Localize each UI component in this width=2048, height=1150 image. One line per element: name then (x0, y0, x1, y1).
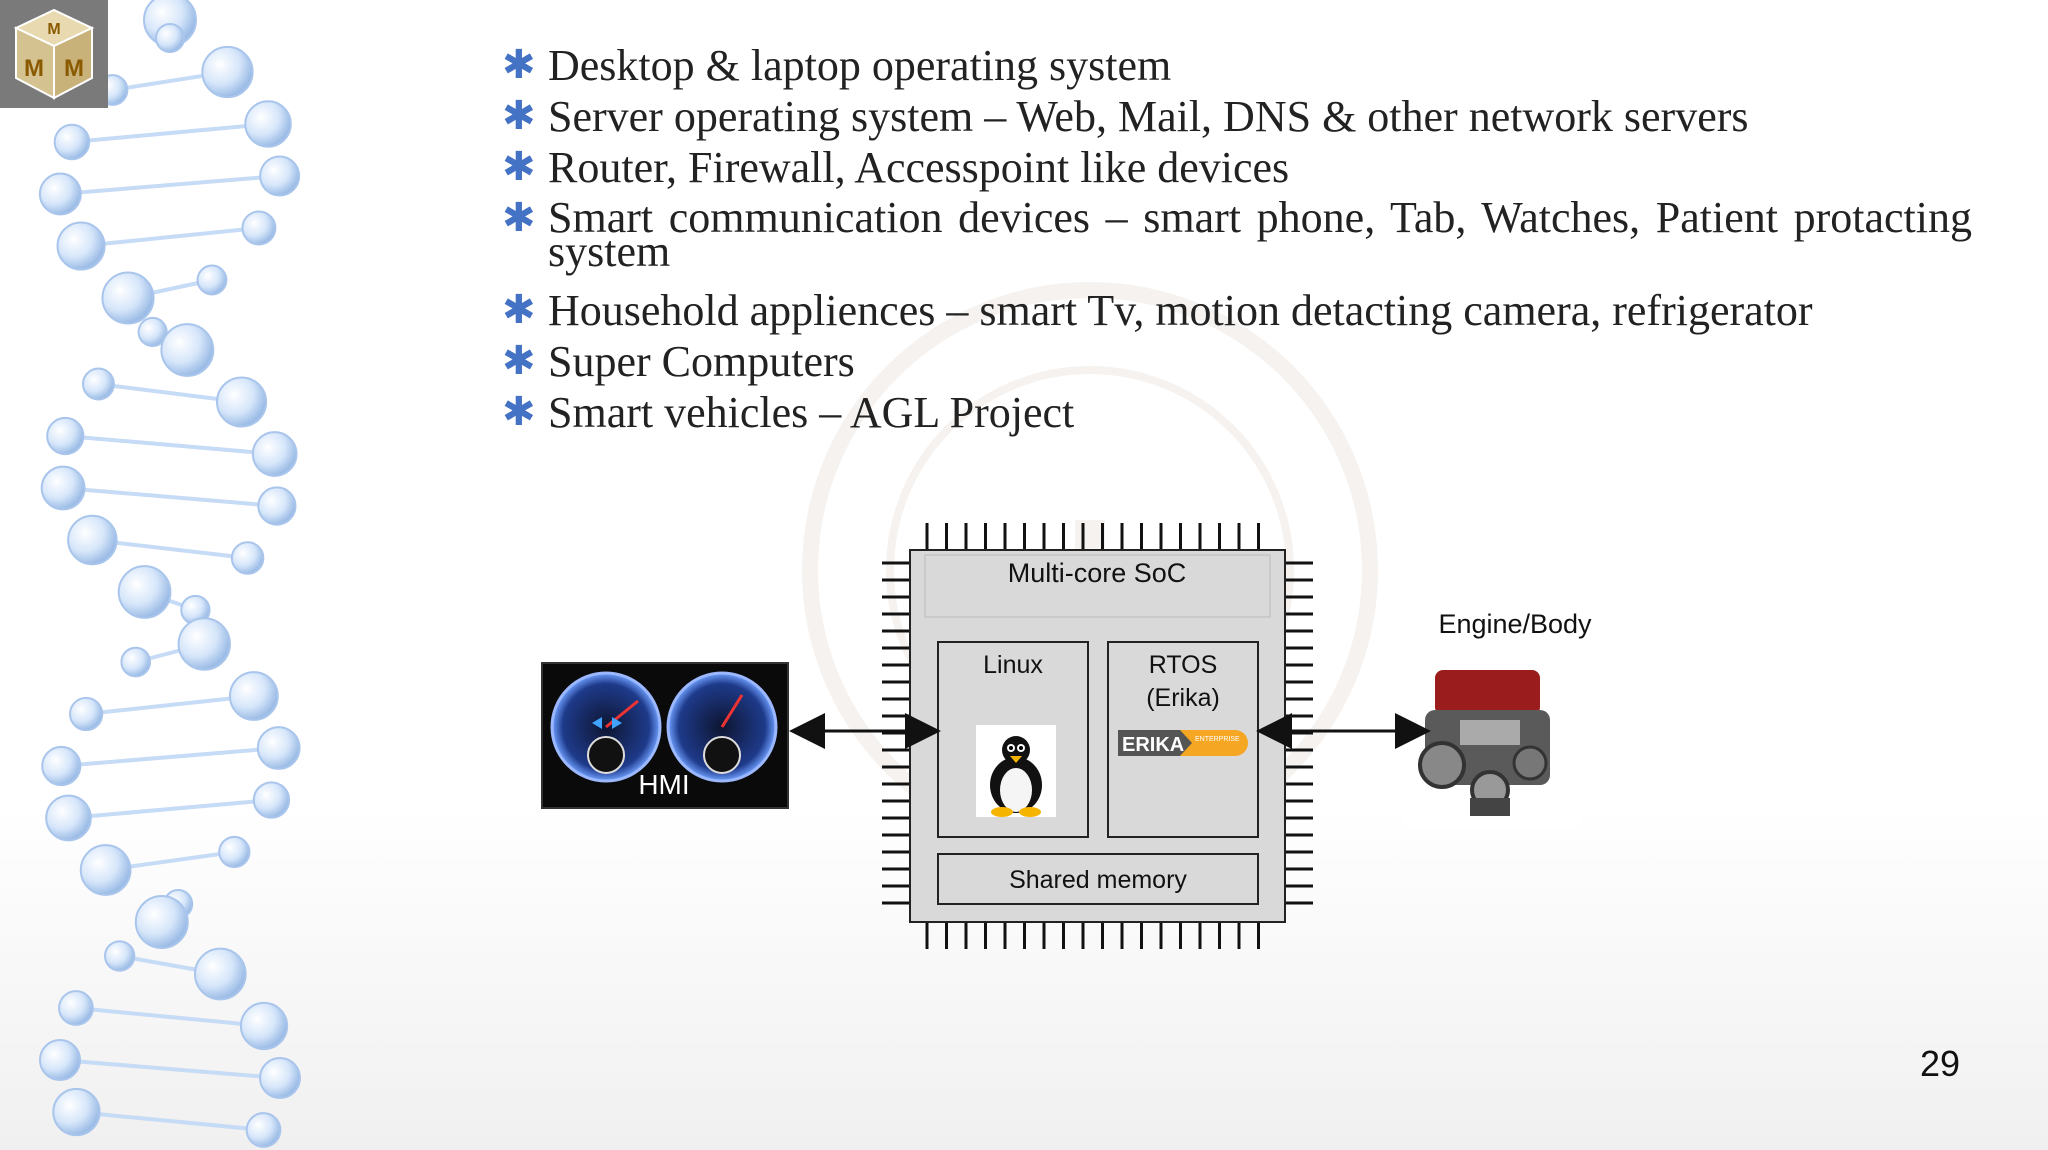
bullet-item: ✱ Router, Firewall, Accesspoint like devi… (502, 142, 1972, 193)
dna-ball (196, 264, 228, 296)
dna-ball (137, 316, 168, 348)
dna-ball (216, 376, 268, 428)
dna-ball (38, 172, 82, 216)
dna-ball (58, 990, 94, 1026)
dna-ball (218, 835, 251, 869)
dna-ball (40, 465, 86, 511)
dna-ball (252, 781, 291, 819)
bullet-item: ✱ Super Computers (502, 336, 1972, 387)
dna-ball (41, 745, 82, 787)
dna-ball (79, 844, 132, 896)
bullet-star-icon: ✱ (502, 144, 536, 190)
dna-ball (160, 323, 215, 377)
logo-cube: M M M (0, 0, 108, 108)
dna-rung (60, 174, 280, 196)
dna-rung (68, 798, 272, 820)
bullet-text: Smart communication devices – smart phon… (548, 193, 1972, 276)
dna-ball (259, 155, 301, 197)
dna-rung (76, 1110, 264, 1132)
bullet-item: ✱ Server operating system – Web, Mail, DN… (502, 91, 1972, 142)
dna-ball (201, 45, 254, 99)
dna-ball (69, 696, 104, 732)
bullet-list: ✱ Desktop & laptop operating system ✱ Serv… (502, 40, 1972, 438)
rtos-label-line1: RTOS (1149, 651, 1218, 679)
dna-ball (193, 947, 247, 1001)
dna-ball (120, 646, 152, 678)
soc-header (924, 554, 1271, 618)
bullet-star-icon: ✱ (502, 338, 536, 384)
bullet-text: Server operating system – Web, Mail, DNS… (548, 92, 1749, 141)
dna-rung (85, 694, 255, 716)
dna-ball (241, 210, 277, 246)
rtos-label-line2: (Erika) (1146, 684, 1220, 712)
dna-ball (81, 367, 115, 401)
logo-letter-left: M (24, 55, 44, 82)
dna-ball (53, 123, 91, 161)
dna-rung (71, 122, 269, 144)
dna-rung (92, 538, 248, 560)
dna-ball (228, 671, 279, 721)
dna-ball (244, 100, 292, 148)
bullet-item: ✱ Smart vehicles – AGL Project (502, 387, 1972, 438)
logo-letter-right: M (64, 55, 84, 82)
dna-ball (134, 895, 189, 949)
dna-rung (75, 1006, 265, 1028)
bullet-item: ✱ Smart communication devices – smart pho… (502, 193, 1972, 274)
dna-ball (155, 23, 185, 53)
engine-image (1402, 648, 1582, 828)
dna-ball (230, 541, 265, 575)
dna-ball (104, 940, 136, 972)
hmi-label: HMI (638, 769, 689, 800)
dna-rung (65, 434, 275, 456)
bullet-star-icon: ✱ (502, 42, 536, 88)
dna-rung (80, 226, 260, 248)
dna-ball (52, 1087, 101, 1137)
dna-ball (177, 617, 231, 671)
bullet-item: ✱ Household appliences – smart Tv, motion… (502, 285, 1972, 336)
hmi-dashboard-image: HMI (541, 662, 789, 809)
bullet-text: Smart vehicles – AGL Project (548, 388, 1075, 437)
bullet-item: ✱ Desktop & laptop operating system (502, 40, 1972, 91)
bullet-star-icon: ✱ (502, 389, 536, 435)
bullet-star-icon: ✱ (502, 195, 536, 241)
dna-rung (61, 746, 279, 768)
dna-rung (62, 486, 278, 508)
engine-label: Engine/Body (1438, 609, 1592, 639)
dna-ball (256, 726, 301, 770)
dna-rung (59, 1058, 281, 1080)
bullet-text: Household appliences – smart Tv, motion … (548, 286, 1813, 335)
dna-ball (101, 271, 155, 325)
bullet-star-icon: ✱ (502, 93, 536, 139)
shared-memory-box (937, 853, 1259, 905)
erika-badge: ERIKA ENTERPRISE (1118, 730, 1248, 756)
bullet-text: Desktop & laptop operating system (548, 41, 1172, 90)
soc-label: Multi-core SoC (1008, 558, 1187, 588)
dna-ball (245, 1112, 282, 1148)
dna-ball (239, 1001, 289, 1051)
agl-architecture-diagram: Multi-core SoC Linux RTOS (Erika) ERIKA … (541, 523, 1592, 949)
logo-letter-top: M (47, 21, 60, 38)
dna-ball (257, 486, 297, 526)
dna-ball (45, 794, 92, 842)
page-number: 29 (1919, 1043, 1960, 1084)
tux-penguin-icon (976, 725, 1056, 817)
erika-badge-subtext: ENTERPRISE (1195, 736, 1240, 743)
bullet-text: Super Computers (548, 337, 855, 386)
dna-ball (259, 1057, 301, 1099)
soc-pins (882, 523, 1313, 949)
dna-ball (38, 1038, 82, 1082)
bullet-text: Router, Firewall, Accesspoint like devic… (548, 143, 1290, 192)
dna-ball (56, 221, 106, 271)
dna-ball (117, 565, 172, 619)
dna-ball (67, 514, 118, 566)
erika-badge-text: ERIKA (1122, 734, 1184, 756)
dna-ball (251, 431, 298, 477)
dna-ball (46, 416, 85, 456)
dna-strand-decoration (38, 0, 301, 1148)
shared-memory-label: Shared memory (1009, 866, 1187, 894)
bullet-star-icon: ✱ (502, 287, 536, 333)
linux-label: Linux (983, 651, 1043, 679)
